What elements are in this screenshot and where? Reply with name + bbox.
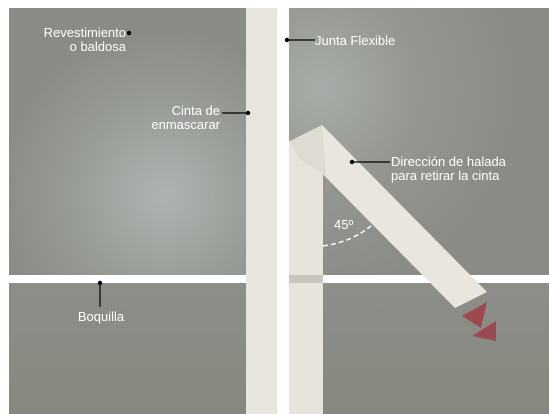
- tile-bottom-right: [289, 283, 549, 414]
- flexible-joint-label: Junta Flexible: [315, 33, 396, 48]
- tile-bottom-left: [9, 283, 277, 414]
- masking-tape-label: Cinta de enmascarar: [151, 103, 220, 132]
- angle-arc: [322, 224, 373, 247]
- peeled-tape-shadow: [290, 125, 326, 175]
- leader-dots: [97, 30, 355, 286]
- pull-arrow-2: [472, 321, 496, 341]
- peeled-tape: [290, 125, 487, 308]
- angle-label: 45º: [334, 217, 354, 232]
- tile-top-left: [9, 8, 277, 275]
- tile-label: Revestimiento o baldosa: [43, 25, 126, 54]
- pull-direction-label: Dirección de halada para retirar la cint…: [391, 154, 506, 183]
- grout-label: Boquilla: [77, 309, 125, 324]
- tape-overlap-shade: [289, 275, 323, 283]
- masking-tape-left: [246, 8, 277, 414]
- leader-lines: [99, 39, 390, 307]
- pull-arrow-1: [462, 302, 487, 328]
